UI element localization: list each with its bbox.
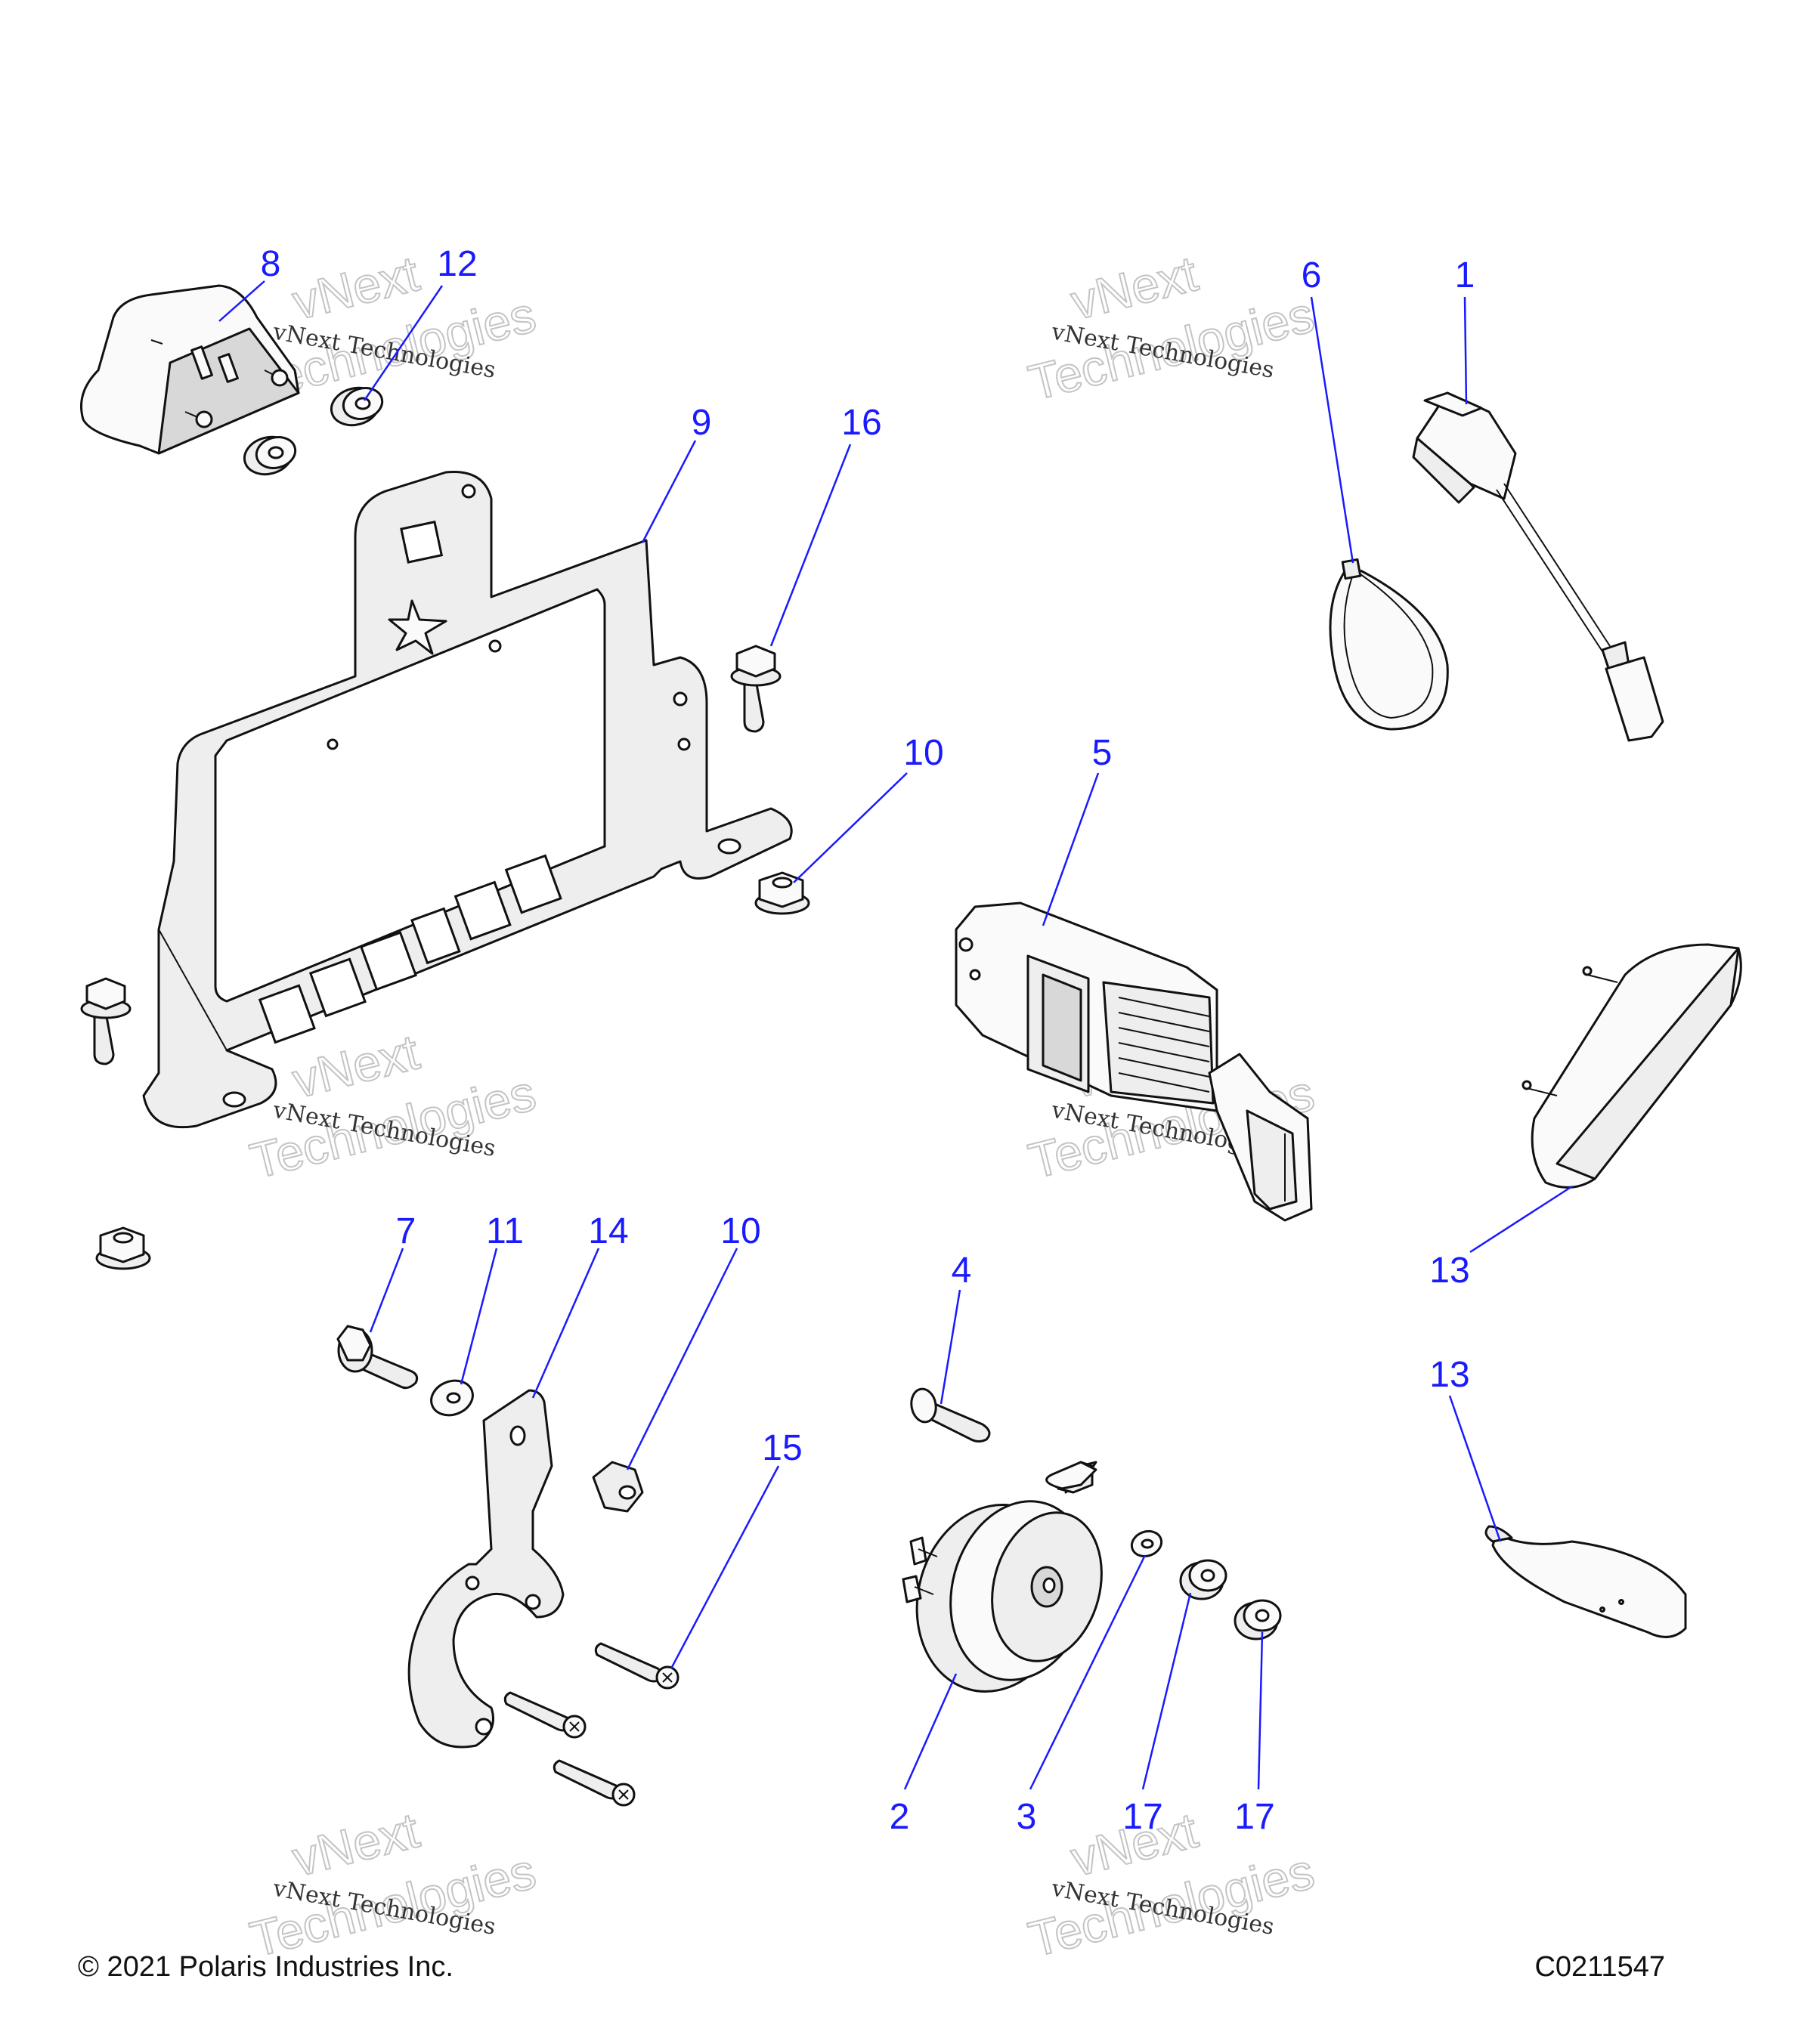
- part-14-c-bracket: [407, 1389, 565, 1749]
- part-6-cable-tie: [1329, 558, 1449, 731]
- leader-16: [769, 444, 852, 647]
- watermark-bottom-left: vNext Technologies vNext Technologies: [244, 1801, 542, 1968]
- watermark-mid-left: vNext Technologies vNext Technologies: [244, 1022, 542, 1189]
- callout-13-upper: 13: [1429, 1251, 1469, 1291]
- part-12-spacers: [243, 386, 384, 476]
- part-7-bolt: [336, 1325, 419, 1390]
- callout-1: 1: [1455, 255, 1475, 295]
- part-11-washer: [430, 1379, 474, 1417]
- callout-15: 15: [762, 1428, 802, 1468]
- leader-3: [1029, 1554, 1147, 1790]
- callout-17-left: 17: [1122, 1797, 1162, 1837]
- part-5-module: [955, 901, 1313, 1222]
- part-8-light-housing: [80, 284, 300, 455]
- left-flange-nut: [95, 1226, 151, 1270]
- part-9-bracket: [142, 470, 793, 1129]
- part-3-washer: [1130, 1529, 1163, 1558]
- leader-13a: [1469, 1185, 1573, 1254]
- part-4-bolt: [910, 1387, 991, 1443]
- module-fins: [1118, 997, 1210, 1093]
- leader-15: [670, 1465, 780, 1669]
- watermark-bottom-right: vNext Technologies vNext Technologies: [1023, 1801, 1320, 1968]
- part-16-bolt: [730, 645, 782, 733]
- part-13-lamp-lower: [1484, 1525, 1687, 1638]
- figure-id: C0211547: [1534, 1951, 1665, 1983]
- leader-5: [1042, 772, 1100, 926]
- callout-10-upper: 10: [903, 733, 943, 773]
- leader-10b: [626, 1248, 738, 1470]
- callout-6: 6: [1302, 255, 1322, 295]
- leader-13b: [1448, 1395, 1502, 1542]
- leader-8: [218, 280, 265, 322]
- leader-1: [1463, 296, 1468, 405]
- callout-16: 16: [841, 403, 881, 443]
- callout-10-lower: 10: [720, 1211, 760, 1251]
- leader-17a: [1141, 1592, 1192, 1790]
- bracket-lettering: [258, 854, 562, 1044]
- part-1-sensor: [1412, 391, 1664, 742]
- leader-4: [940, 1289, 961, 1405]
- leader-6: [1310, 296, 1354, 564]
- callout-8: 8: [261, 244, 281, 284]
- callout-13-lower: 13: [1429, 1355, 1469, 1395]
- leader-2: [903, 1673, 958, 1790]
- part-10-nut-lower: [592, 1461, 644, 1513]
- copyright-notice: © 2021 Polaris Industries Inc.: [78, 1951, 454, 1983]
- callout-11: 11: [486, 1211, 524, 1251]
- callout-17-right: 17: [1234, 1797, 1274, 1837]
- callout-labels: 8 12 9 16 10 6 1 5 13 7 11 14 10 4 13 15…: [261, 244, 1475, 1837]
- part-2-horn: [902, 1461, 1103, 1693]
- leader-12: [363, 285, 444, 401]
- leader-17b: [1257, 1631, 1264, 1790]
- leader-lines: [218, 280, 1573, 1790]
- part-13-lamp-upper: [1521, 943, 1742, 1189]
- leader-10a: [793, 772, 908, 883]
- part-15-screws: [503, 1642, 679, 1807]
- callout-5: 5: [1092, 733, 1113, 773]
- part-17-spacers: [1179, 1559, 1282, 1640]
- part-10-flange-nut-upper: [754, 871, 810, 915]
- callout-3: 3: [1017, 1797, 1037, 1837]
- leader-11: [460, 1248, 498, 1385]
- callout-9: 9: [692, 403, 712, 443]
- callout-14: 14: [588, 1211, 628, 1251]
- left-bolt: [80, 977, 132, 1065]
- callout-2: 2: [890, 1797, 910, 1837]
- watermark-top-right: vNext Technologies vNext Technologies: [1023, 244, 1320, 411]
- leader-9: [641, 440, 697, 543]
- leader-14: [531, 1248, 600, 1399]
- leader-7: [369, 1248, 404, 1333]
- callout-7: 7: [396, 1211, 416, 1251]
- callout-4: 4: [952, 1251, 972, 1291]
- callout-12: 12: [437, 244, 477, 284]
